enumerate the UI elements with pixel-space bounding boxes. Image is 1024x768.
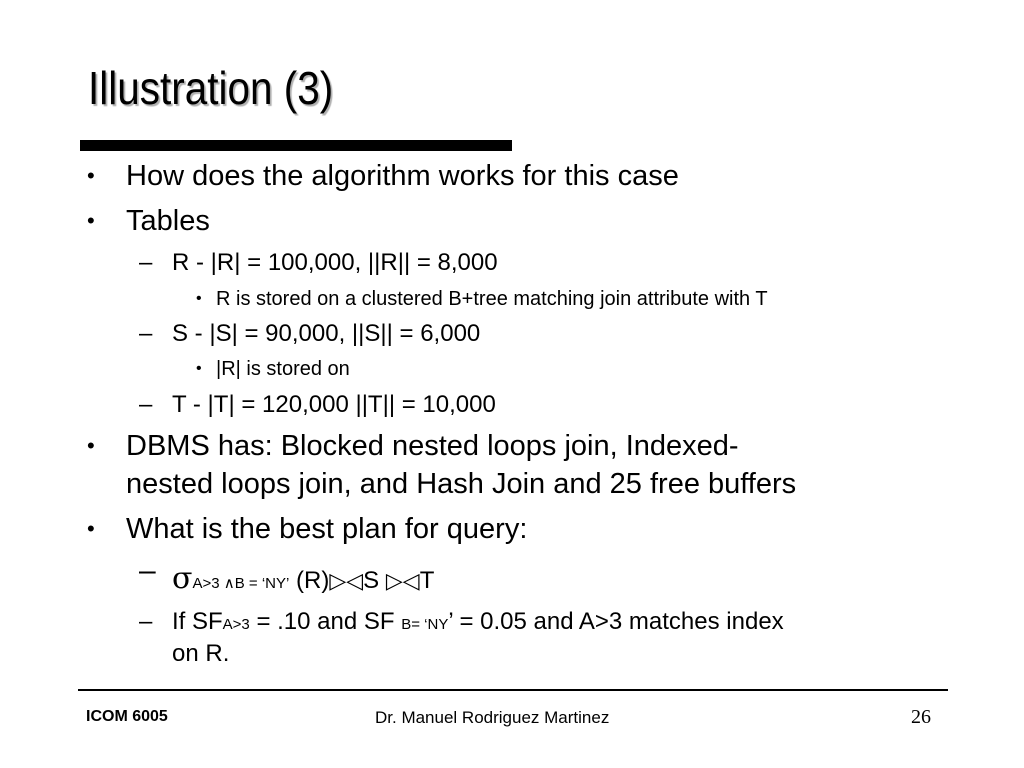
bullet-marker: • <box>196 290 202 307</box>
bullet-tables: • Tables <box>87 203 210 239</box>
dash-marker: – <box>139 249 153 276</box>
bullet-text: Tables <box>126 205 210 237</box>
selectivity-mid-2: ’ = 0.05 and A>3 matches index <box>448 608 784 635</box>
sub-bullet-text: T - |T| = 120,000 ||T|| = 10,000 <box>172 391 496 418</box>
join-symbol-2: ▷◁ <box>385 569 420 594</box>
sub-bullet-table-r: – R - |R| = 100,000, ||R|| = 8,000 <box>139 248 498 278</box>
sub-sub-bullet-r-storage: • R is stored on a clustered B+tree matc… <box>196 286 768 312</box>
sub-bullet-table-t: – T - |T| = 120,000 ||T|| = 10,000 <box>139 390 496 420</box>
sub-sub-bullet-text: |R| is stored on <box>216 358 350 380</box>
relation-t: T <box>419 567 435 594</box>
sigma-symbol: σ <box>172 561 193 596</box>
dash-marker: – <box>139 554 156 587</box>
bullet-algorithm-question: • How does the algorithm works for this … <box>87 158 679 194</box>
join-symbol-1: ▷◁ <box>329 569 364 594</box>
footer-course: ICOM 6005 <box>86 708 168 725</box>
sub-bullet-text: S - |S| = 90,000, ||S|| = 6,000 <box>172 320 481 347</box>
bullet-text-line-1: DBMS has: Blocked nested loops join, Ind… <box>126 430 739 462</box>
dash-marker: – <box>139 320 153 347</box>
sub-sub-bullet-s-storage: • |R| is stored on <box>196 356 350 382</box>
selectivity-prefix: If SF <box>172 608 223 635</box>
bullet-marker: • <box>196 360 202 377</box>
bullet-marker: • <box>87 208 95 233</box>
selectivity-mid-1: = .10 and SF <box>249 608 402 635</box>
bullet-best-plan: • What is the best plan for query: <box>87 511 528 547</box>
dash-marker: – <box>139 391 153 418</box>
bullet-text: How does the algorithm works for this ca… <box>126 160 679 192</box>
footer-page-number: 26 <box>911 706 931 728</box>
sub-sub-bullet-text: R is stored on a clustered B+tree matchi… <box>216 288 768 310</box>
bullet-dbms-capabilities-continued: nested loops join, and Hash Join and 25 … <box>126 466 796 502</box>
bullet-dbms-capabilities: • DBMS has: Blocked nested loops join, I… <box>87 428 739 464</box>
selectivity-sub-a: A>3 <box>222 616 250 633</box>
selectivity-condition-continued: on R. <box>172 639 229 669</box>
dash-marker: – <box>139 608 153 635</box>
bullet-marker: • <box>87 163 95 188</box>
title-underline <box>80 140 512 151</box>
footer-divider <box>78 689 948 691</box>
relation-s: S <box>363 567 386 594</box>
selectivity-sub-b: B= ‘NY <box>401 616 449 633</box>
sub-bullet-table-s: – S - |S| = 90,000, ||S|| = 6,000 <box>139 319 481 349</box>
bullet-marker: • <box>87 516 95 541</box>
sub-bullet-text: R - |R| = 100,000, ||R|| = 8,000 <box>172 249 498 276</box>
bullet-text-line-2: nested loops join, and Hash Join and 25 … <box>126 468 797 500</box>
selectivity-condition: – If SFA>3 = .10 and SF B= ‘NY’ = 0.05 a… <box>139 607 784 640</box>
selectivity-line-2: on R. <box>172 640 230 667</box>
relation-r: (R) <box>289 567 330 594</box>
query-expression: – σA>3 ∧B = ‘NY’ (R)▷◁S ▷◁T <box>139 556 435 599</box>
footer-author: Dr. Manuel Rodriguez Martinez <box>375 708 610 727</box>
bullet-text: What is the best plan for query: <box>126 513 528 545</box>
bullet-marker: • <box>87 433 95 458</box>
selection-condition: A>3 ∧B = ‘NY’ <box>192 575 290 592</box>
slide-title: Illustration (3) <box>88 62 334 114</box>
